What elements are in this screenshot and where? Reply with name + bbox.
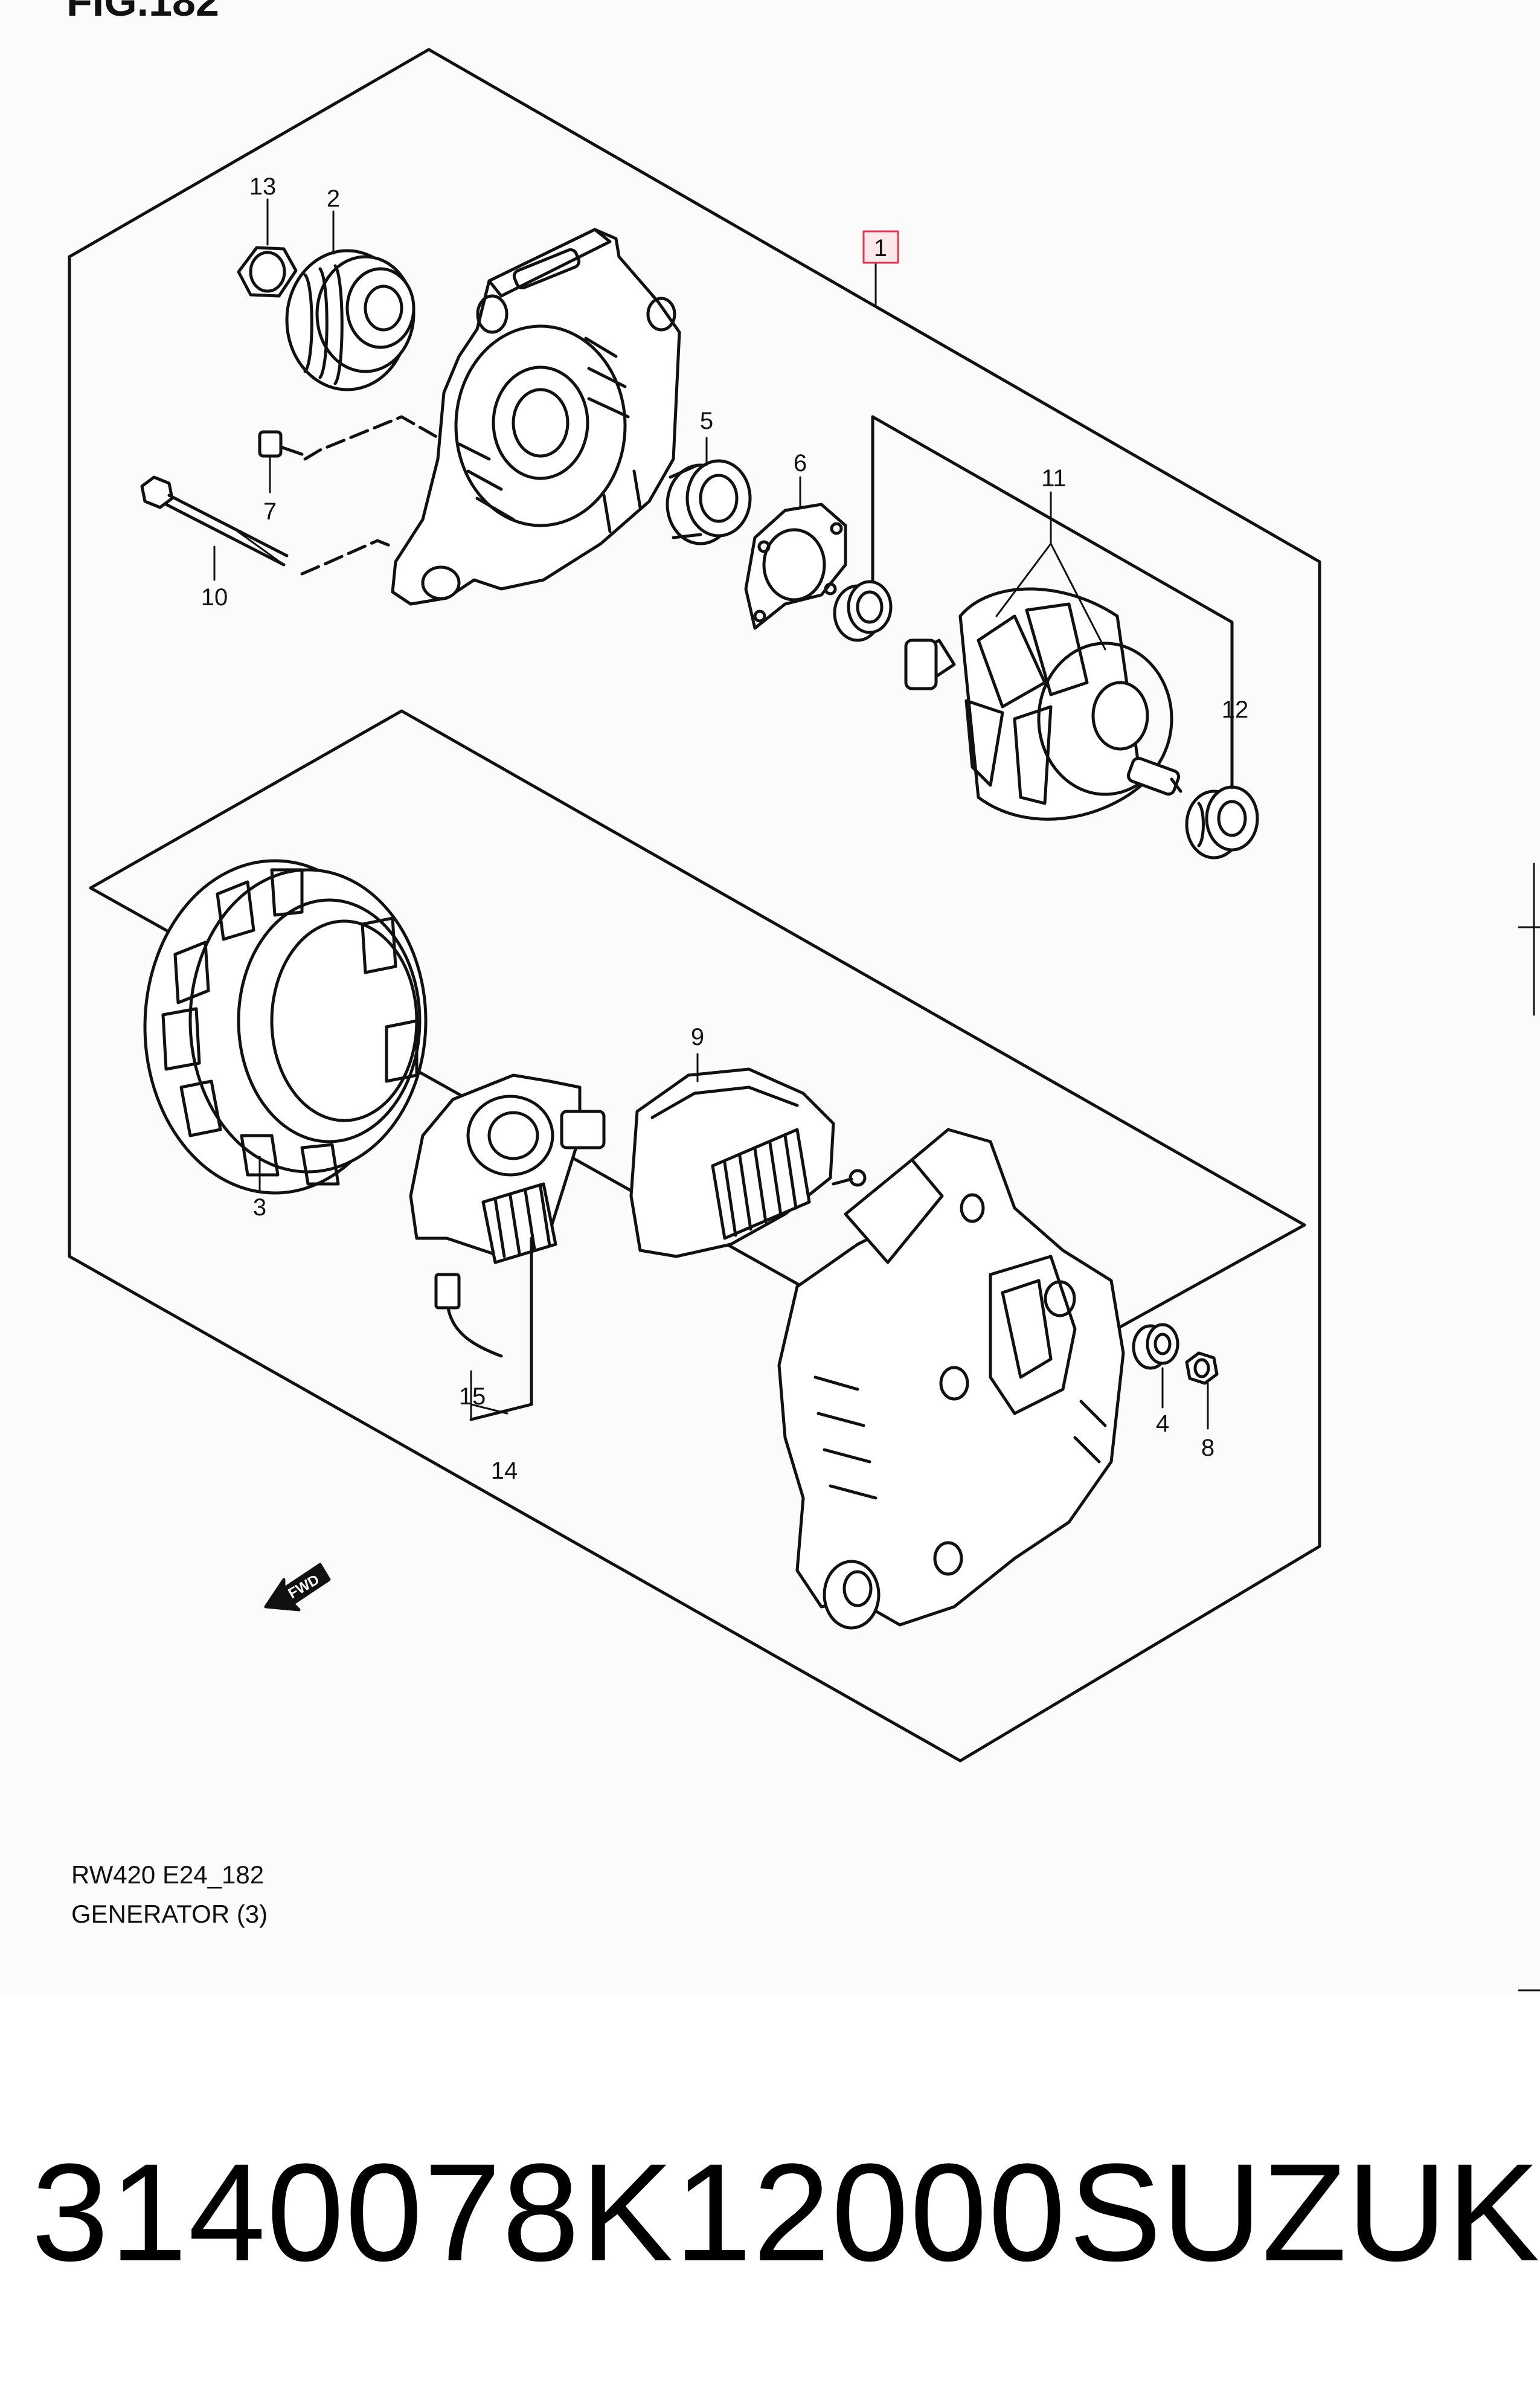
callout-1: 1: [874, 235, 887, 262]
part-7-small-bolt: [258, 415, 446, 461]
assembly-frame: [68, 48, 1321, 1763]
brand-name: SUZUKI: [1069, 2135, 1540, 2290]
figure-code: RW420 E24_182: [71, 1860, 265, 1889]
callout-12: 12: [1222, 696, 1249, 723]
callout-14: 14: [491, 1458, 518, 1484]
callout-8: 8: [1201, 1435, 1214, 1461]
callout-2: 2: [327, 185, 340, 212]
part-number: 3140078K12000: [31, 2135, 1067, 2290]
callout-15: 15: [459, 1383, 486, 1410]
part-14-regulator: [409, 1073, 606, 1264]
part-2-pulley: [285, 249, 415, 391]
figure-name: GENERATOR (3): [71, 1900, 268, 1928]
callout-4: 4: [1156, 1410, 1169, 1437]
drive-end-frame: [391, 228, 681, 606]
leader-lines: [213, 198, 1233, 1430]
figure-title: FIG.182: [66, 0, 219, 25]
part-8-nut: [1185, 1351, 1219, 1385]
part-4-bushing: [1132, 1323, 1179, 1370]
callout-13: 13: [249, 173, 277, 200]
callout-10: 10: [201, 584, 228, 611]
callout-9: 9: [691, 1024, 704, 1050]
bracket-14-15: [469, 1236, 533, 1421]
callout-labels: 1 2 3 4 5 6 7 8 9 10 11 12 13 14 15: [201, 173, 1249, 1484]
part-15-brush: [434, 1273, 503, 1358]
callout-1-highlight-box: [862, 230, 899, 264]
diagram-panel: FIG.182: [66, 0, 1540, 1992]
part-13-nut: [237, 246, 298, 298]
part-11-rotor: [904, 587, 1182, 821]
part-6-retainer-plate: [744, 503, 847, 630]
part-spacer-ring: [833, 580, 893, 642]
callout-6: 6: [794, 450, 807, 477]
part-3-stator: [143, 859, 428, 1195]
callout-5: 5: [700, 408, 713, 434]
callout-11: 11: [1041, 465, 1067, 492]
part-12-bearing: [1185, 785, 1259, 860]
fwd-arrow-icon: FWD: [264, 1563, 331, 1612]
part-5-bearing: [666, 459, 752, 545]
exploded-parts-diagram: FWD 1 2 3 4: [68, 48, 1540, 1992]
callout-3: 3: [253, 1194, 266, 1221]
part-9-rectifier: [629, 1067, 867, 1258]
part-10-long-bolt: [140, 475, 394, 576]
rear-housing: [777, 1128, 1125, 1630]
callout-7: 7: [263, 498, 277, 525]
